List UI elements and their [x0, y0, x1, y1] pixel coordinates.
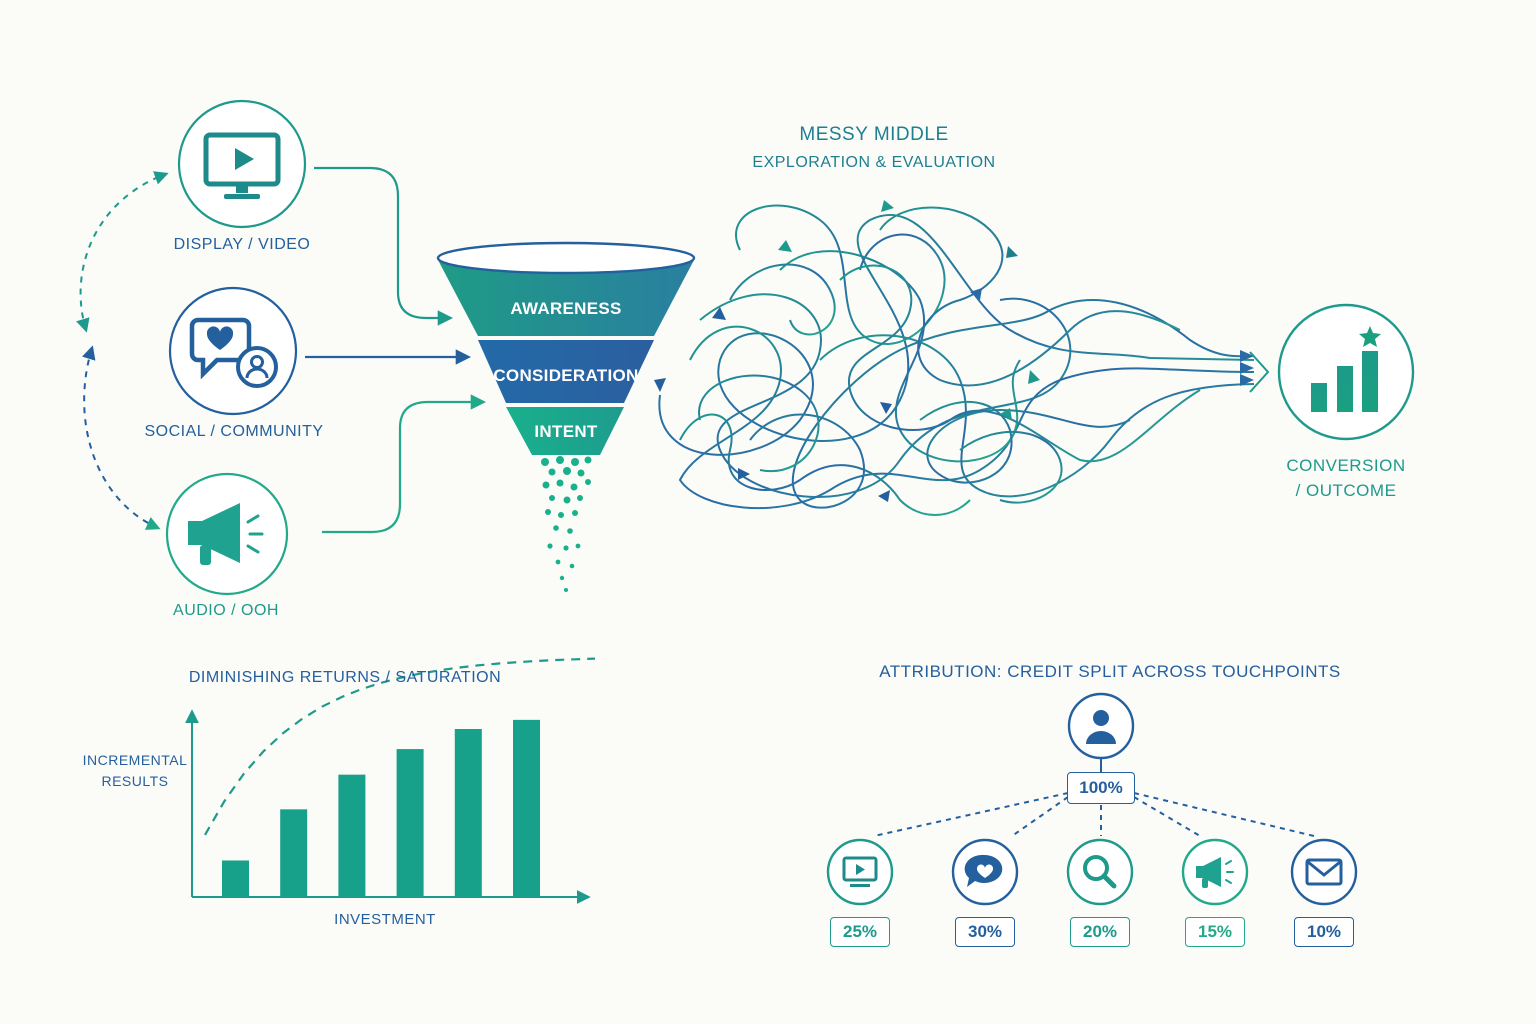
- channel-to-funnel-arrows: [305, 166, 487, 534]
- chat-heart-icon: [964, 854, 1003, 887]
- channel-display-video: [177, 99, 307, 229]
- channel-label-social-community: SOCIAL / COMMUNITY: [144, 423, 324, 440]
- monitor-play-icon: [842, 856, 878, 887]
- touchpoint-pct-audio-ooh: 15%: [1185, 917, 1245, 947]
- x-axis-label: INVESTMENT: [334, 911, 436, 928]
- envelope-icon: [1305, 858, 1343, 886]
- bar-chart-star-icon: [1311, 326, 1381, 412]
- chart-bar-4: [396, 749, 424, 897]
- touchpoint-pct-email: 10%: [1294, 917, 1354, 947]
- conversion-label-line1: CONVERSION: [1286, 456, 1406, 475]
- attribution-tree: [826, 692, 1358, 906]
- converge-arrowhead: [1249, 351, 1270, 393]
- messy-middle-subtitle: EXPLORATION & EVALUATION: [752, 154, 996, 171]
- attribution-title: ATTRIBUTION: CREDIT SPLIT ACROSS TOUCHPO…: [879, 662, 1341, 681]
- attribution-total-badge: 100%: [1067, 772, 1135, 804]
- attribution-dashed-links: [873, 792, 1315, 837]
- chart-bar-2: [280, 809, 308, 897]
- chart-bar-1: [222, 860, 249, 897]
- funnel: [436, 241, 696, 592]
- channel-label-audio-ooh: AUDIO / OOH: [173, 602, 279, 619]
- touchpoint-email: [1290, 838, 1358, 906]
- chat-heart-user-icon: [189, 317, 278, 388]
- y-axis-label-line1: INCREMENTAL: [82, 752, 188, 768]
- touchpoint-pct-social: 30%: [955, 917, 1015, 947]
- messy-middle-title: MESSY MIDDLE: [799, 124, 949, 145]
- channel-label-display-video: DISPLAY / VIDEO: [173, 236, 311, 253]
- diminishing-returns-title: DIMINISHING RETURNS / SATURATION: [188, 669, 502, 686]
- megaphone-icon: [1196, 857, 1234, 888]
- attribution-root: [1067, 692, 1135, 760]
- touchpoint-pct-display-video: 25%: [830, 917, 890, 947]
- funnel-stage-consideration: CONSIDERATION: [493, 366, 639, 385]
- messy-middle-tangle: [658, 204, 1255, 516]
- diminishing-returns-chart: [185, 657, 596, 904]
- chart-bar-6: [513, 719, 540, 897]
- channel-audio-ooh: [165, 472, 289, 596]
- chart-bar-5: [454, 729, 482, 897]
- monitor-play-icon: [203, 132, 281, 199]
- conversion-label-line2: / OUTCOME: [1295, 481, 1397, 500]
- touchpoint-display-video: [826, 838, 894, 906]
- chart-bars: [222, 719, 540, 897]
- touchpoint-pct-search: 20%: [1070, 917, 1130, 947]
- channel-loop-arrows: [76, 171, 169, 530]
- funnel-stage-awareness: AWARENESS: [510, 299, 622, 318]
- touchpoint-search: [1066, 838, 1134, 906]
- y-axis-label-line2: RESULTS: [101, 773, 169, 789]
- funnel-stage-intent: INTENT: [534, 422, 598, 441]
- touchpoint-social: [951, 838, 1019, 906]
- touchpoint-audio-ooh: [1181, 838, 1249, 906]
- messy-middle-arrowheads: [654, 200, 1254, 502]
- channel-social-community: [168, 286, 298, 416]
- megaphone-icon: [188, 503, 264, 565]
- chart-bar-3: [338, 774, 366, 897]
- funnel-drip-particles: [541, 456, 592, 592]
- conversion-node: [1277, 303, 1415, 441]
- user-icon: [1086, 710, 1116, 744]
- saturation-trend-line: [204, 657, 596, 836]
- search-icon: [1083, 855, 1117, 889]
